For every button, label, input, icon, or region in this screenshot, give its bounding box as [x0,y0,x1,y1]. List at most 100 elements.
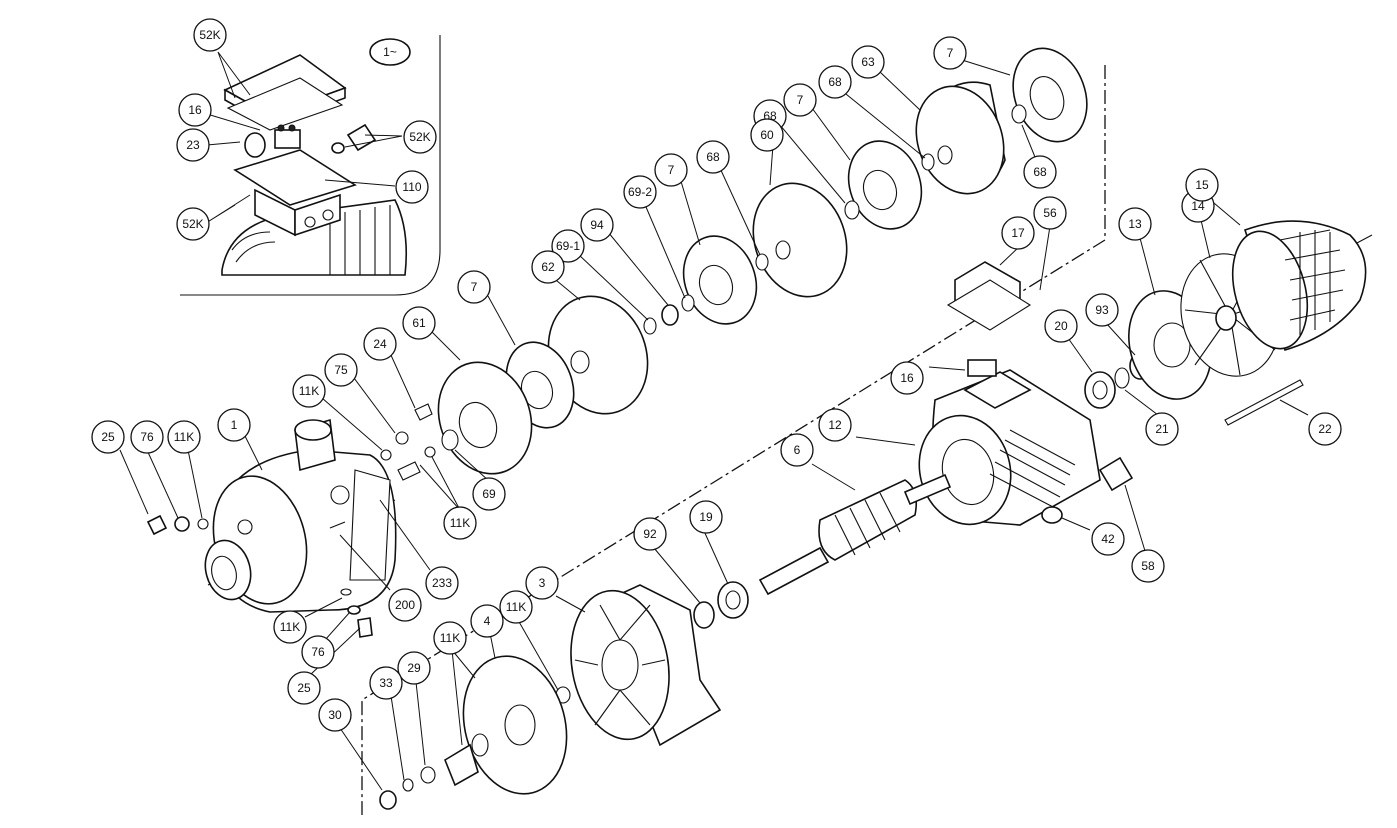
callout-circle [397,651,431,685]
ring-68-a [1011,104,1027,124]
callout-circle [551,229,585,263]
callout-label: 12 [828,418,842,432]
callout-48: 42 [1091,522,1125,556]
callout-circle [433,621,467,655]
ring-69-2 [681,294,695,312]
callout-label: 11K [280,620,300,634]
callout-circle [1085,293,1119,327]
callout-circle [1044,309,1078,343]
callout-28: 69 [472,477,506,511]
callout-label: 30 [328,708,342,722]
callout-label: 7 [947,46,954,60]
callout-circle [472,477,506,511]
callout-circle [292,374,326,408]
callout-circle [176,128,210,162]
callout-label: 7 [471,280,478,294]
callout-32: 11K [273,610,307,644]
callout-45: 12 [818,408,852,442]
inset-terminal-box-top [233,149,357,206]
callout-7: 7 [933,36,967,70]
callout-circle [1001,216,1035,250]
callout-51: 3 [525,566,559,600]
callout-label: 76 [311,645,325,659]
motor-group [693,220,1367,629]
callout-24: 1 [217,408,251,442]
tie-rod-22 [1224,379,1304,426]
callout-4: 110 [395,170,429,204]
ring-68-d [755,253,769,271]
callout-circle [425,566,459,600]
screw-233 [329,521,346,529]
callout-circle [633,517,667,551]
callout-circle [287,671,321,705]
drain-hole [330,485,350,505]
callout-circle [1185,168,1219,202]
callout-1: 16 [178,93,212,127]
inset-capacitor [244,132,266,158]
callout-circle [890,361,924,395]
callout-40: 20 [1044,309,1078,343]
rotor-bars [834,492,901,556]
callout-18: 62 [531,250,565,284]
mechanical-seal-29 [444,743,479,787]
inset-gasket [226,77,344,131]
callout-16: 94 [580,208,614,242]
callout-label: 11K [450,516,470,530]
callout-22: 75 [324,353,358,387]
callout-17: 69-1 [551,229,585,263]
callout-6: 63 [851,45,885,79]
callout-circle [1033,196,1067,230]
callout-15: 69-2 [623,175,657,209]
callout-label: 61 [412,316,426,330]
callout-label: 62 [541,260,555,274]
callout-47: 58 [1131,549,1165,583]
callout-circle [176,207,210,241]
callout-circle [1091,522,1125,556]
callout-circle [623,175,657,209]
callout-circle [395,170,429,204]
callout-circle [91,420,125,454]
callout-14: 7 [654,153,688,187]
motor-terminal-box [963,371,1032,409]
callout-41: 93 [1085,293,1119,327]
fan-cover-15 [1231,220,1367,351]
inset-cooling-fins [231,205,391,275]
callout-circle [217,408,251,442]
callout-label: 76 [140,430,154,444]
callout-circle [525,566,559,600]
plug-25-b [357,617,373,638]
flange-200 [349,469,391,581]
callout-circle [933,36,967,70]
callout-53: 4 [470,604,504,638]
oring-11K-a [380,449,392,461]
callout-10: 7 [783,83,817,117]
callout-label: 15 [1195,178,1209,192]
callout-label: 11K [174,430,194,444]
callout-label: 7 [668,163,675,177]
callout-49: 19 [689,500,723,534]
ring-33 [402,778,414,792]
callout-52: 11K [499,590,533,624]
callout-label: 33 [379,676,393,690]
rotor-shaft [758,546,830,596]
callout-27: 25 [91,420,125,454]
callout-33: 76 [301,635,335,669]
callout-12: 60 [750,118,784,152]
cable-gland-58 [1098,456,1134,492]
callout-label: 4 [484,614,491,628]
callout-50: 92 [633,517,667,551]
callout-label: 14 [1191,199,1205,213]
callout-37: 13 [1118,207,1152,241]
callout-circle [1308,412,1342,446]
callout-circle [818,65,852,99]
callout-label: 19 [699,510,713,524]
callout-circle [818,408,852,442]
callout-label: 3 [539,576,546,590]
callout-label: 69-1 [556,239,580,253]
callout-label: 92 [643,527,657,541]
callout-label: 56 [1043,206,1057,220]
callout-43: 21 [1145,412,1179,446]
callout-circle [654,153,688,187]
callout-9: 68 [1023,155,1057,189]
